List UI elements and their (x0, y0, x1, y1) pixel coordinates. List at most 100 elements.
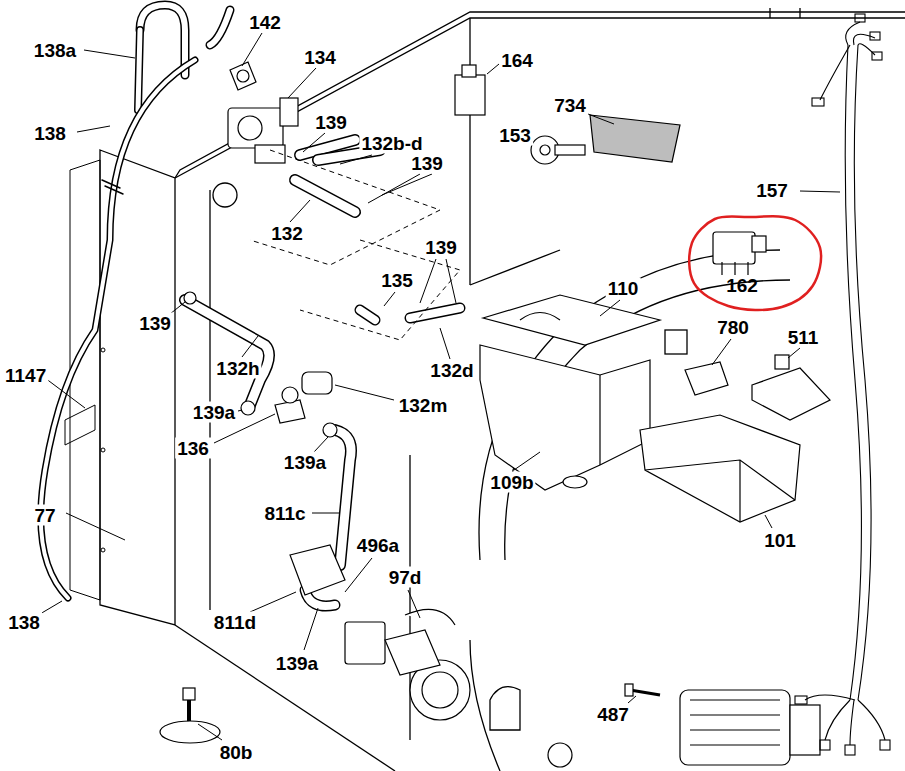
leader-lines-part (84, 50, 135, 58)
callout-number: 132d (428, 360, 475, 381)
leader-lines-part (288, 68, 316, 98)
hoses-part (185, 300, 269, 405)
components-part (405, 609, 455, 625)
cabinet-part (490, 687, 520, 730)
components-part (752, 368, 830, 420)
routing-dashes (250, 150, 460, 340)
components-part (685, 362, 728, 395)
components-part (422, 672, 458, 708)
callout-number: 157 (754, 180, 790, 201)
components-part (790, 705, 820, 755)
wiring-harness-part (872, 52, 882, 60)
callout-number: 77 (32, 505, 57, 526)
components-part (540, 145, 550, 155)
components-part (630, 690, 660, 695)
wiring-harness-part (820, 22, 875, 100)
leader-lines-part (408, 590, 420, 618)
leader-lines-part (800, 191, 840, 192)
cabinet-part (470, 640, 500, 771)
cabinet-part (770, 8, 800, 18)
cabinet-part (175, 18, 905, 178)
components-part (302, 372, 332, 394)
wiring-harness-part (820, 740, 830, 750)
wiring-harness (795, 14, 890, 755)
leader-lines-part (440, 328, 450, 359)
components-part (228, 108, 283, 148)
callout-number: 136 (175, 438, 211, 459)
callout-number: 811d (212, 612, 258, 633)
components (160, 62, 830, 767)
components-part (739, 460, 740, 522)
callout-number: 138 (32, 123, 68, 144)
leader-lines-part (420, 259, 436, 303)
wiring-harness-part (812, 98, 824, 106)
leader-lines-part (238, 410, 242, 411)
cabinet (100, 8, 905, 771)
leader-lines-part (304, 608, 318, 650)
leader-lines-part (514, 452, 540, 470)
leader-lines-part (340, 155, 372, 164)
leader-lines-part (712, 339, 731, 365)
highlight-ellipse: 162 (688, 214, 822, 310)
wiring-harness-part (795, 696, 807, 704)
leader-lines (40, 33, 840, 740)
components-part (520, 313, 560, 321)
leader-lines-part (487, 64, 499, 74)
callout-number: 132 (269, 223, 305, 244)
callout-number: 139 (313, 112, 349, 133)
cabinet-part (175, 12, 905, 178)
callout-number: 139 (409, 153, 445, 174)
callout-number: 164 (499, 50, 535, 71)
leader-lines-part (765, 515, 772, 528)
components-part (241, 401, 255, 415)
side-panel-frame-part (101, 348, 105, 352)
wiring-harness-part (845, 745, 855, 755)
leader-lines-part (77, 126, 110, 132)
callout-number: 138a (32, 40, 78, 61)
ellipse-outline (688, 214, 822, 310)
wiring-harness-part (855, 14, 865, 22)
wiring-harness-part (854, 45, 871, 700)
callout-number: 132m (397, 395, 450, 416)
components-part (462, 65, 476, 77)
components-part (160, 721, 220, 743)
hoses-part (140, 5, 185, 75)
leader-lines-part (588, 114, 614, 124)
callout-number: 132h (214, 358, 261, 379)
callout-number: 162 (726, 276, 758, 295)
components-part (548, 743, 572, 767)
wiring-harness-part (845, 45, 861, 700)
leader-lines-part (345, 558, 372, 592)
leader-lines-part (335, 385, 394, 400)
hoses-part (335, 430, 351, 565)
leader-lines-part (66, 513, 125, 540)
wiring-harness-part (870, 32, 880, 40)
components-part (345, 622, 385, 664)
callout-number: 134 (302, 47, 338, 68)
hoses-part (210, 10, 230, 45)
components-part (237, 70, 249, 82)
components-part (280, 98, 298, 126)
hoses (41, 5, 460, 606)
leader-lines-part (250, 592, 296, 612)
callout-number: 153 (497, 125, 533, 146)
side-panel-frame-part (101, 548, 105, 552)
highlight-ellipse-path (689, 216, 821, 310)
components-part (183, 688, 195, 700)
hoses-part (210, 10, 230, 45)
side-panel-frame-part (101, 448, 105, 452)
components-part (563, 476, 587, 488)
leader-lines-part (384, 292, 395, 306)
side-panel-frame-part (70, 160, 100, 600)
leader-lines-part (314, 437, 328, 452)
callout-number: 109b (488, 472, 535, 493)
callout-number: 138 (6, 612, 42, 633)
hoses-part (138, 30, 140, 110)
components-part (323, 423, 337, 437)
components-part (238, 116, 262, 140)
leader-lines-part (303, 133, 325, 152)
callout-number: 139 (137, 313, 173, 334)
leader-lines-part (368, 174, 420, 203)
cabinet-part (213, 183, 237, 207)
